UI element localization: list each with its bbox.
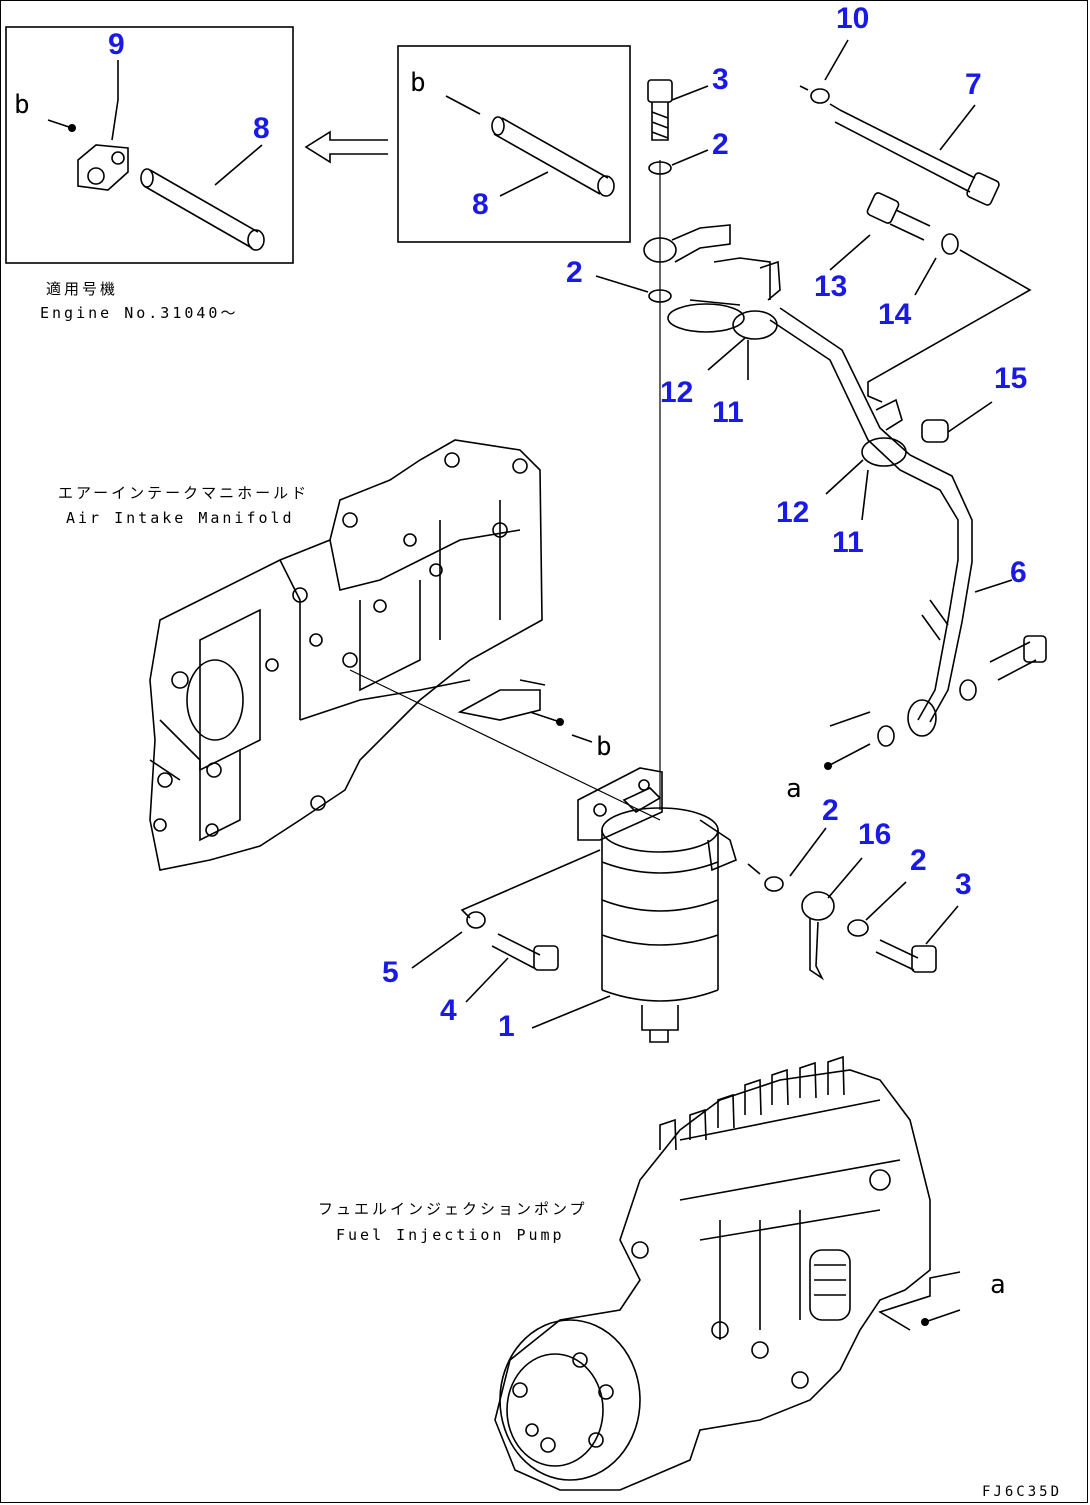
drawing-code: FJ6C35D [982, 1484, 1063, 1500]
pump-label-jp: フュエルインジェクションポンプ [318, 1200, 588, 1218]
bolt-part-7 [834, 109, 1000, 206]
nut-part-15 [921, 419, 949, 443]
applicable-label-jp: 適用号機 [46, 280, 119, 298]
injector-outlets [659, 1055, 845, 1151]
callout-12-lower: 12 [776, 496, 810, 529]
callout-14: 14 [878, 298, 912, 331]
inset-box-early [5, 26, 294, 264]
arrow-label-b-top: b [410, 68, 426, 98]
arrow-label-b-manifold: b [596, 732, 612, 762]
callout-8: 8 [472, 188, 489, 221]
bolt-part-3-top [647, 79, 673, 141]
washer-part-2-lower-left [764, 876, 784, 892]
washer-part-14 [941, 233, 959, 255]
bolt-part-4 [491, 933, 559, 971]
manifold-label-en: Air Intake Manifold [66, 509, 295, 527]
callout-15: 15 [994, 362, 1028, 395]
air-intake-manifold [149, 439, 543, 871]
fuel-filter-part-1 [577, 767, 737, 1043]
callout-4: 4 [440, 994, 457, 1027]
callout-1: 1 [498, 1010, 515, 1043]
callout-10: 10 [836, 2, 870, 35]
reference-arrow-icon [304, 130, 388, 164]
washer-part-2-mid [648, 289, 672, 303]
callout-9: 9 [108, 28, 125, 61]
washer-part-5 [466, 911, 486, 929]
tube-part-6 [732, 307, 973, 737]
washer-part-2-lower-right [847, 919, 869, 937]
bolt-part-13 [866, 192, 931, 241]
fuel-injection-pump [494, 1055, 931, 1491]
callout-2-lower-right: 2 [910, 844, 927, 877]
callout-6: 6 [1010, 556, 1027, 589]
pump-label-en: Fuel Injection Pump [336, 1226, 565, 1244]
callout-7: 7 [965, 68, 982, 101]
callout-2-mid: 2 [566, 256, 583, 289]
nut-part-10 [810, 88, 830, 104]
bracket-part-9 [77, 144, 129, 191]
pipe-part-8-inset [140, 168, 265, 251]
bolt-part-3-lower [875, 939, 937, 973]
callout-11-top: 11 [712, 396, 744, 429]
inset-box-late [397, 45, 631, 243]
callout-3-top: 3 [712, 63, 729, 96]
callout-2-top: 2 [712, 128, 729, 161]
arrow-label-b-inset: b [14, 90, 30, 120]
applicable-label-en: Engine No.31040～ [40, 304, 239, 322]
callout-13: 13 [814, 270, 848, 303]
manifold-label-jp: エアーインテークマニホールド [58, 484, 310, 502]
callout-2-lower-left: 2 [822, 794, 839, 827]
pipe-part-8 [491, 116, 615, 197]
callout-11-lower: 11 [832, 526, 864, 559]
callout-5: 5 [382, 956, 399, 989]
callout-16: 16 [858, 818, 892, 851]
callout-3-lower: 3 [955, 868, 972, 901]
callout-8-inset: 8 [253, 112, 270, 145]
callout-12-top: 12 [660, 376, 694, 409]
washer-part-2-top [648, 161, 672, 175]
arrow-label-a-pump: a [990, 1270, 1006, 1300]
banjo-bolt-right [877, 635, 1047, 747]
eye-joint [643, 224, 781, 333]
arrow-label-a-tube: a [786, 774, 802, 804]
eyebolt-part-16 [801, 891, 835, 981]
